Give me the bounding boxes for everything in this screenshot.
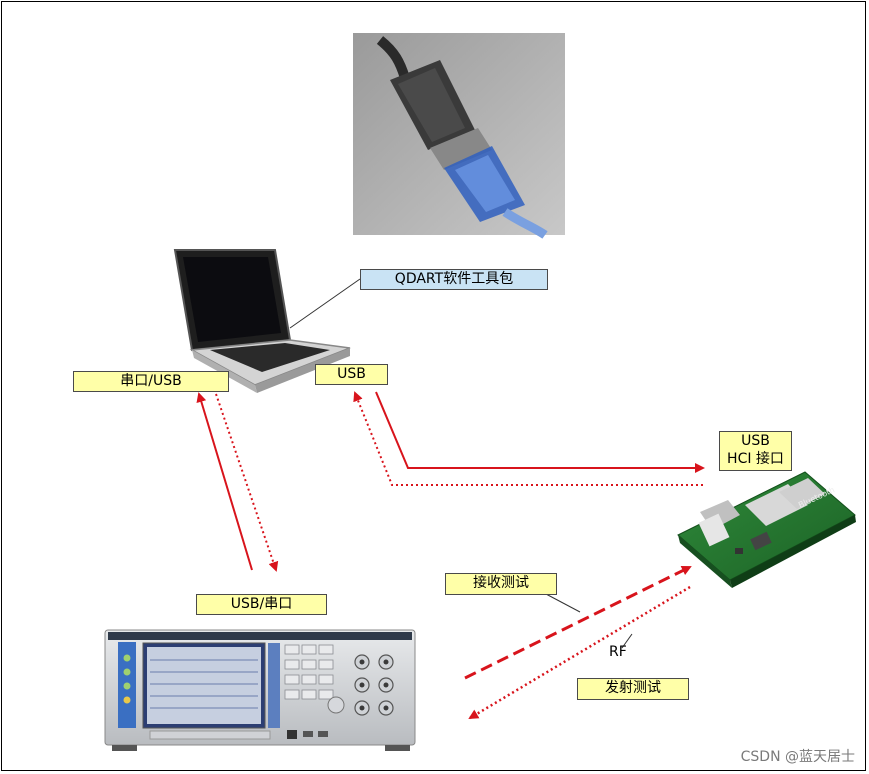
leader-lines [289, 278, 633, 649]
rx-test-label: 接收测试 [445, 573, 557, 595]
bluetooth-module-board: Bluetooth [677, 471, 856, 588]
software-label: QDART软件工具包 [360, 269, 548, 290]
tx-test-label: 发射测试 [577, 678, 689, 700]
serial-downlink-arrow [215, 393, 279, 572]
serial-uplink-arrow [196, 392, 253, 571]
usb-hci-downlink-arrow [375, 391, 705, 473]
usb-hci-label-line2: HCI 接口 [727, 451, 784, 467]
usb-hci-label: USB HCI 接口 [719, 431, 792, 471]
usb-serial-adapter-photo [353, 33, 565, 239]
rf-label: RF [609, 644, 627, 660]
laptop-icon [173, 249, 351, 393]
rf-tester-instrument [104, 629, 416, 751]
usb-hci-uplink-arrow [353, 391, 703, 486]
rx-test-arrow [464, 565, 692, 680]
connection-arrows [196, 391, 705, 720]
serial-usb-label: 串口/USB [73, 371, 229, 392]
watermark: CSDN @蓝天居士 [740, 749, 855, 765]
usb-laptop-label: USB [315, 364, 388, 385]
usb-serial-tester-label: USB/串口 [196, 594, 327, 615]
usb-hci-label-line1: USB [741, 433, 770, 449]
